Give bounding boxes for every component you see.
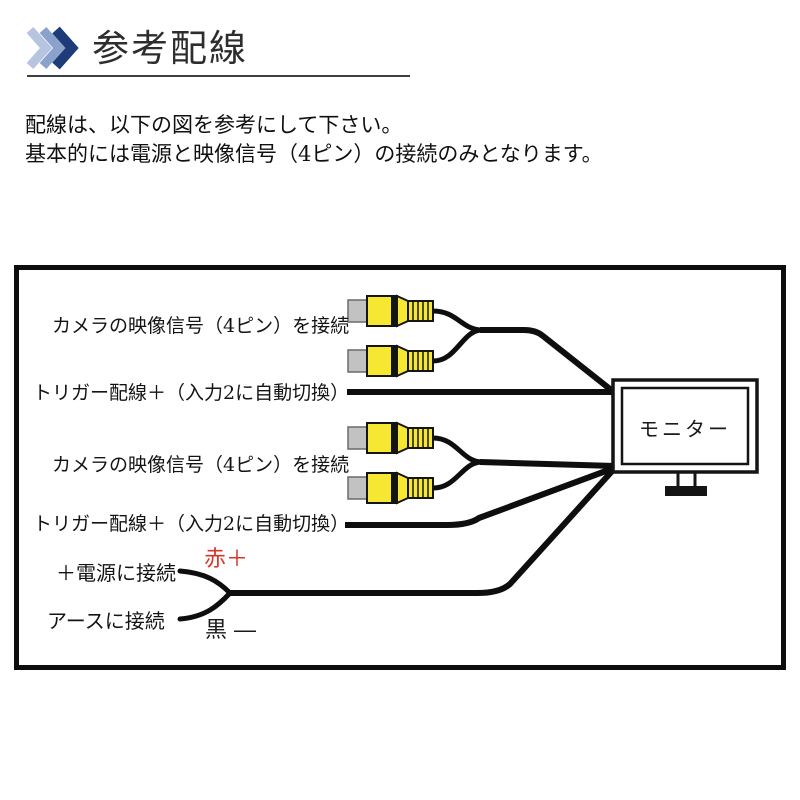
rca-connector-2 bbox=[347, 345, 434, 377]
ground-wire bbox=[177, 590, 233, 622]
intro-line-1: 配線は、以下の図を参考にして下さい。 bbox=[25, 113, 403, 137]
wiring-drawing bbox=[177, 295, 759, 622]
red-plus-wire-label: 赤＋ bbox=[204, 547, 249, 572]
black-minus-wire-label: 黒 ― bbox=[205, 618, 256, 643]
monitor-stand bbox=[676, 473, 697, 487]
monitor-base bbox=[665, 486, 707, 496]
intro-text: 配線は、以下の図を参考にして下さい。 基本的には電源と映像信号（4ピン）の接続の… bbox=[25, 111, 603, 169]
monitor-screen bbox=[620, 386, 750, 466]
power-main-wire bbox=[228, 466, 617, 596]
camera1-wire-upper bbox=[430, 308, 485, 333]
camera2-wire-merged bbox=[479, 459, 616, 469]
camera2-wire-lower bbox=[430, 459, 485, 491]
power-plus-wire bbox=[177, 568, 233, 596]
page-title: 参考配線 bbox=[92, 26, 248, 70]
camera2-wire-upper bbox=[430, 435, 485, 465]
camera1-label: カメラの映像信号（4ピン）を接続 bbox=[52, 315, 350, 337]
trigger1-label: トリガー配線＋（入力2に自動切換） bbox=[33, 382, 350, 404]
triple-chevron-icon bbox=[26, 26, 79, 70]
power-plus-label: ＋電源に接続 bbox=[56, 561, 176, 585]
section-header: 参考配線 bbox=[25, 26, 248, 70]
ground-label: アースに接続 bbox=[47, 609, 165, 633]
camera1-wire-merged bbox=[480, 327, 617, 396]
trigger2-label: トリガー配線＋（入力2に自動切換） bbox=[33, 513, 350, 535]
intro-line-2: 基本的には電源と映像信号（4ピン）の接続のみとなります。 bbox=[25, 142, 603, 166]
camera2-label: カメラの映像信号（4ピン）を接続 bbox=[52, 454, 350, 476]
monitor-label: モニター bbox=[639, 417, 731, 441]
rca-connector-3 bbox=[347, 422, 434, 454]
rca-connector-4 bbox=[347, 472, 434, 504]
wiring-diagram-box: カメラの映像信号（4ピン）を接続 トリガー配線＋（入力2に自動切換） カメラの映… bbox=[14, 265, 786, 670]
camera1-wire-lower bbox=[430, 327, 485, 364]
trigger2-wire bbox=[345, 465, 616, 528]
rca-connector-1 bbox=[347, 295, 434, 327]
title-underline bbox=[27, 75, 410, 77]
